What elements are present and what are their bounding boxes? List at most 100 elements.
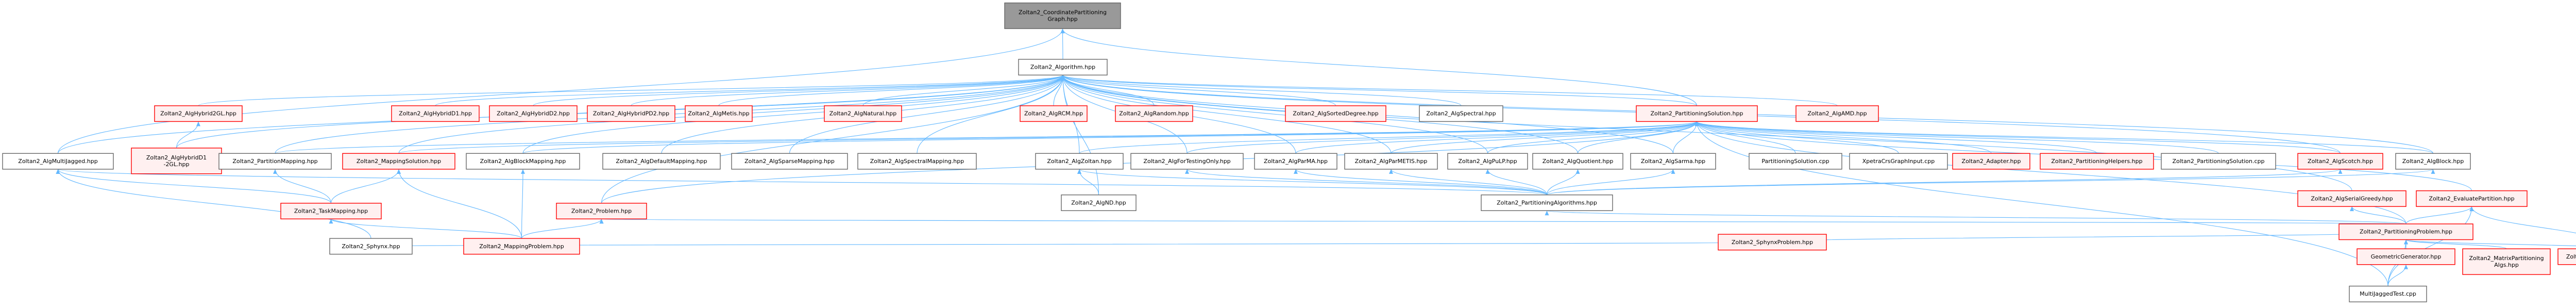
node-metis[interactable]: Zoltan2_AlgMetis.hpp	[685, 105, 753, 122]
node-label: Zoltan2_PartitioningProblem.hpp	[2360, 229, 2452, 235]
node-sarma[interactable]: Zoltan2_AlgSarma.hpp	[1630, 153, 1716, 170]
node-taskmapping[interactable]: Zoltan2_TaskMapping.hpp	[280, 203, 382, 219]
node-random[interactable]: Zoltan2_AlgRandom.hpp	[1115, 105, 1193, 122]
node-serialgreedy[interactable]: Zoltan2_AlgSerialGreedy.hpp	[2297, 190, 2406, 207]
edge-taskmapping-to-partitionmapping	[275, 169, 332, 203]
node-fortesting[interactable]: Zoltan2_AlgForTestingOnly.hpp	[1130, 153, 1244, 170]
node-multijagged[interactable]: Zoltan2_AlgMultiJagged.hpp	[2, 153, 114, 170]
node-box	[218, 153, 332, 170]
arrowhead-icon	[2338, 169, 2343, 174]
node-box	[1130, 153, 1244, 170]
node-spectral[interactable]: Zoltan2_AlgSpectral.hpp	[1419, 105, 1503, 122]
node-box	[1749, 153, 1842, 170]
node-algnd[interactable]: Zoltan2_AlgND.hpp	[1061, 194, 1137, 211]
edge-blockmapping-to-partsolution	[522, 121, 1698, 154]
node-label: Zoltan2_AlgParMA.hpp	[1264, 158, 1328, 165]
node-sphynx[interactable]: Zoltan2_Sphynx.hpp	[329, 238, 413, 255]
edge-mappingproblem-to-blockmapping	[521, 169, 523, 239]
node-label: Zoltan2_AlgBlockMapping.hpp	[480, 158, 566, 165]
node-pulp[interactable]: Zoltan2_AlgPuLP.hpp	[1447, 153, 1528, 170]
node-label: Zoltan2_AlgZoltan.hpp	[1047, 158, 1111, 165]
node-mappingsolution[interactable]: Zoltan2_MappingSolution.hpp	[342, 153, 455, 170]
edge-partalgs-to-zoltan	[1079, 169, 1548, 196]
node-scotch[interactable]: Zoltan2_AlgScotch.hpp	[2297, 153, 2383, 170]
node-partitionmapping[interactable]: Zoltan2_PartitionMapping.hpp	[218, 153, 332, 170]
node-natural[interactable]: Zoltan2_AlgNatural.hpp	[824, 105, 902, 122]
node-algorithm[interactable]: Zoltan2_Algorithm.hpp	[1018, 59, 1108, 76]
node-label: Zoltan2_MatrixPartitioning	[2469, 255, 2544, 262]
node-partsolcpp1[interactable]: PartitioningSolution.cpp	[1749, 153, 1842, 170]
edge-mjtest-to-partsolution	[1696, 121, 2388, 286]
edge-partsolution-to-root	[1062, 28, 1698, 106]
node-partsolution[interactable]: Zoltan2_PartitioningSolution.hpp	[1636, 105, 1758, 122]
node-hybrid2gl[interactable]: Zoltan2_AlgHybrid2GL.hpp	[154, 105, 243, 122]
node-amd[interactable]: Zoltan2_AlgAMD.hpp	[1795, 105, 1879, 122]
node-hybridd1_2gl[interactable]: Zoltan2_AlgHybridD1-2GL.hpp	[131, 148, 222, 174]
node-sphynxproblem[interactable]: Zoltan2_SphynxProblem.hpp	[1718, 234, 1827, 251]
arrowhead-icon	[1185, 169, 1189, 174]
node-box	[280, 203, 382, 219]
node-label: Zoltan2_AlgParMETIS.hpp	[1355, 158, 1428, 165]
node-label: Zoltan2_TaskMapping.hpp	[294, 208, 368, 215]
node-label: Graph.hpp	[1047, 16, 1077, 23]
node-mappingproblem[interactable]: Zoltan2_MappingProblem.hpp	[463, 238, 580, 255]
edge-partsolcpp1-to-partsolution	[1696, 121, 1796, 154]
node-box	[556, 203, 647, 219]
node-geomgen[interactable]: GeometricGenerator.hpp	[2357, 248, 2455, 265]
node-block[interactable]: Zoltan2_AlgBlock.hpp	[2395, 153, 2471, 170]
node-evaluate[interactable]: Zoltan2_EvaluatePartition.hpp	[2416, 190, 2528, 207]
node-box	[1020, 105, 1088, 122]
node-label: Zoltan2_AlgPuLP.hpp	[1458, 158, 1517, 165]
edge-partproblem-to-serialgreedy	[2351, 206, 2406, 224]
edge-sphynxproblem-to-sphynx	[370, 241, 1773, 247]
node-label: Zoltan2_MappingSolution.hpp	[357, 158, 441, 165]
node-rcm[interactable]: Zoltan2_AlgRCM.hpp	[1020, 105, 1088, 122]
node-problem[interactable]: Zoltan2_Problem.hpp	[556, 203, 647, 219]
node-zoltan[interactable]: Zoltan2_AlgZoltan.hpp	[1035, 153, 1124, 170]
node-box	[2040, 153, 2154, 170]
node-box	[2297, 153, 2383, 170]
node-parma[interactable]: Zoltan2_AlgParMA.hpp	[1254, 153, 1337, 170]
node-hybridpd2[interactable]: Zoltan2_AlgHybridPD2.hpp	[587, 105, 675, 122]
node-hybridd1[interactable]: Zoltan2_AlgHybridD1.hpp	[391, 105, 480, 122]
node-label: Zoltan2_Algorithm.hpp	[1030, 64, 1095, 71]
node-box	[2349, 285, 2427, 302]
node-label: Zoltan2_AlgSpectral.hpp	[1426, 110, 1496, 117]
edge-mappingproblem-to-taskmapping	[330, 218, 522, 239]
node-label: Zoltan2_AlgSpectralMapping.hpp	[870, 158, 964, 165]
node-partproblem[interactable]: Zoltan2_PartitioningProblem.hpp	[2338, 223, 2473, 240]
node-hybridd2[interactable]: Zoltan2_AlgHybridD2.hpp	[489, 105, 578, 122]
node-box	[2395, 153, 2471, 170]
node-parthelpers[interactable]: Zoltan2_PartitioningHelpers.hpp	[2040, 153, 2154, 170]
edge-parthelpers-to-partsolution	[1696, 121, 2097, 154]
node-label: Zoltan2_AlgRCM.hpp	[1024, 110, 1083, 117]
node-sorteddegree[interactable]: Zoltan2_AlgSortedDegree.hpp	[1285, 105, 1386, 122]
edge-partsolcpp2-to-partsolution	[1696, 121, 2219, 154]
edge-matrixalgs-to-partproblem	[2405, 239, 2507, 249]
node-meshcoord[interactable]: Zoltan2_MeshCoordinateTest.hpp	[2557, 248, 2576, 265]
node-adapter[interactable]: Zoltan2_Adapter.hpp	[1952, 153, 2030, 170]
node-label: XpetraCrsGraphInput.cpp	[1862, 158, 1935, 165]
node-partalgs[interactable]: Zoltan2_PartitioningAlgorithms.hpp	[1481, 194, 1613, 211]
node-mjtest[interactable]: MultiJaggedTest.cpp	[2349, 285, 2427, 302]
node-box	[1447, 153, 1528, 170]
node-sparsemapping[interactable]: Zoltan2_AlgSparseMapping.hpp	[731, 153, 848, 170]
edge-hybridpd2-to-algorithm	[631, 74, 1063, 106]
edge-parmetis-to-algorithm	[1062, 75, 1392, 154]
node-box	[1285, 105, 1386, 122]
node-blockmapping[interactable]: Zoltan2_AlgBlockMapping.hpp	[466, 153, 580, 170]
node-box	[2462, 248, 2551, 275]
node-label: Zoltan2_AlgHybridPD2.hpp	[593, 110, 669, 117]
node-box	[685, 105, 753, 122]
node-defaultmapping[interactable]: Zoltan2_AlgDefaultMapping.hpp	[602, 153, 721, 170]
node-parmetis[interactable]: Zoltan2_AlgParMETIS.hpp	[1344, 153, 1438, 170]
node-spectralmapping[interactable]: Zoltan2_AlgSpectralMapping.hpp	[857, 153, 977, 170]
node-partsolcpp2[interactable]: Zoltan2_PartitioningSolution.cpp	[2161, 153, 2276, 170]
node-box	[1254, 153, 1337, 170]
node-quotient[interactable]: Zoltan2_AlgQuotient.hpp	[1532, 153, 1623, 170]
node-label: Zoltan2_Adapter.hpp	[1962, 158, 2021, 165]
node-xpetra[interactable]: XpetraCrsGraphInput.cpp	[1849, 153, 1948, 170]
